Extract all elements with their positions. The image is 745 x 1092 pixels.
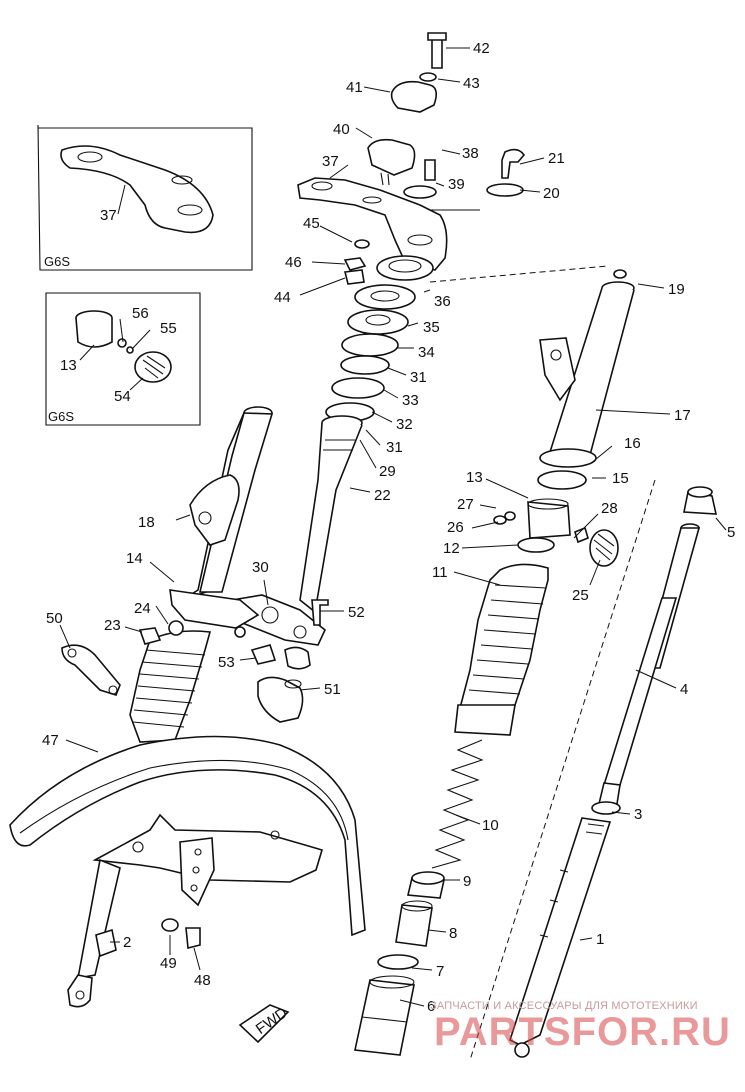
- part-label: 20: [543, 185, 560, 202]
- part-label: 54: [114, 388, 131, 405]
- part-label: 28: [601, 500, 618, 517]
- part-label: 34: [418, 344, 435, 361]
- part-label: 48: [194, 972, 211, 989]
- part-label: 52: [348, 604, 365, 621]
- part-label: 49: [160, 955, 177, 972]
- part-label: 14: [126, 550, 143, 567]
- part-label: 13: [60, 357, 77, 374]
- part-label: 41: [346, 79, 363, 96]
- part-label: 32: [396, 416, 413, 433]
- part-label: 13: [466, 469, 483, 486]
- part-label: 50: [46, 610, 63, 627]
- part-label: 15: [612, 470, 629, 487]
- part-label: 21: [548, 150, 565, 167]
- part-label: 8: [449, 925, 457, 942]
- inset-box-upper: G6S: [37, 124, 253, 271]
- inset-box-lower: G6S: [45, 292, 201, 426]
- part-label: 31: [386, 439, 403, 456]
- part-labels: 42 43 41 40 38 39 21 20 37 45 46 44 36 3…: [42, 40, 735, 1015]
- part-label: 3: [634, 806, 642, 823]
- part-label: 4: [680, 681, 688, 698]
- part-label: 25: [572, 587, 589, 604]
- box-tag-upper: G6S: [44, 254, 70, 269]
- part-label: 24: [134, 600, 151, 617]
- part-label: 5: [727, 524, 735, 541]
- part-label: 9: [463, 873, 471, 890]
- watermark-brand: PARTSFOR.RU: [434, 1010, 731, 1054]
- part-label: 46: [285, 254, 302, 271]
- part-label: 43: [463, 75, 480, 92]
- part-label: 30: [252, 559, 269, 576]
- part-label: 44: [274, 289, 291, 306]
- part-label: 42: [473, 40, 490, 57]
- part-label: 6: [427, 998, 435, 1015]
- left-fork-assembly: [61, 406, 274, 743]
- part-label: 22: [374, 487, 391, 504]
- part-label: 38: [462, 145, 479, 162]
- part-label: 7: [436, 963, 444, 980]
- watermark-caption: ЗАПЧАСТИ И АКСЕССУАРЫ ДЛЯ МОТОТЕХНИКИ: [430, 1000, 698, 1012]
- front-fender: [9, 735, 366, 1008]
- part-label: 35: [423, 319, 440, 336]
- part-label: 51: [324, 681, 341, 698]
- part-label: 29: [379, 463, 396, 480]
- part-label: 39: [448, 176, 465, 193]
- part-label: 53: [218, 654, 235, 671]
- leader-lines: [59, 47, 727, 1007]
- part-label: 33: [402, 392, 419, 409]
- upper-parts: [297, 32, 526, 422]
- part-label: 27: [457, 496, 474, 513]
- part-label: 26: [447, 519, 464, 536]
- part-label: 55: [160, 320, 177, 337]
- part-label: 40: [333, 121, 350, 138]
- part-label: 1: [596, 931, 604, 948]
- part-label: 16: [624, 435, 641, 452]
- part-label: 17: [674, 407, 691, 424]
- center-fork-internals: [354, 269, 635, 1056]
- part-label: 10: [482, 817, 499, 834]
- part-label: 45: [303, 215, 320, 232]
- fwd-arrow: FWD: [238, 1004, 291, 1044]
- part-label: 19: [668, 281, 685, 298]
- part-label: 31: [410, 369, 427, 386]
- part-label: 18: [138, 514, 155, 531]
- part-label: 37: [100, 207, 117, 224]
- part-label: 47: [42, 732, 59, 749]
- part-label: 23: [104, 617, 121, 634]
- part-label: 12: [443, 540, 460, 557]
- part-label: 56: [132, 305, 149, 322]
- right-fork-leg: [429, 265, 718, 1061]
- part-label: 2: [123, 934, 131, 951]
- box-tag-lower: G6S: [48, 409, 74, 424]
- part-label: 36: [434, 293, 451, 310]
- part-label: 11: [432, 564, 448, 581]
- part-label: 37: [322, 153, 339, 170]
